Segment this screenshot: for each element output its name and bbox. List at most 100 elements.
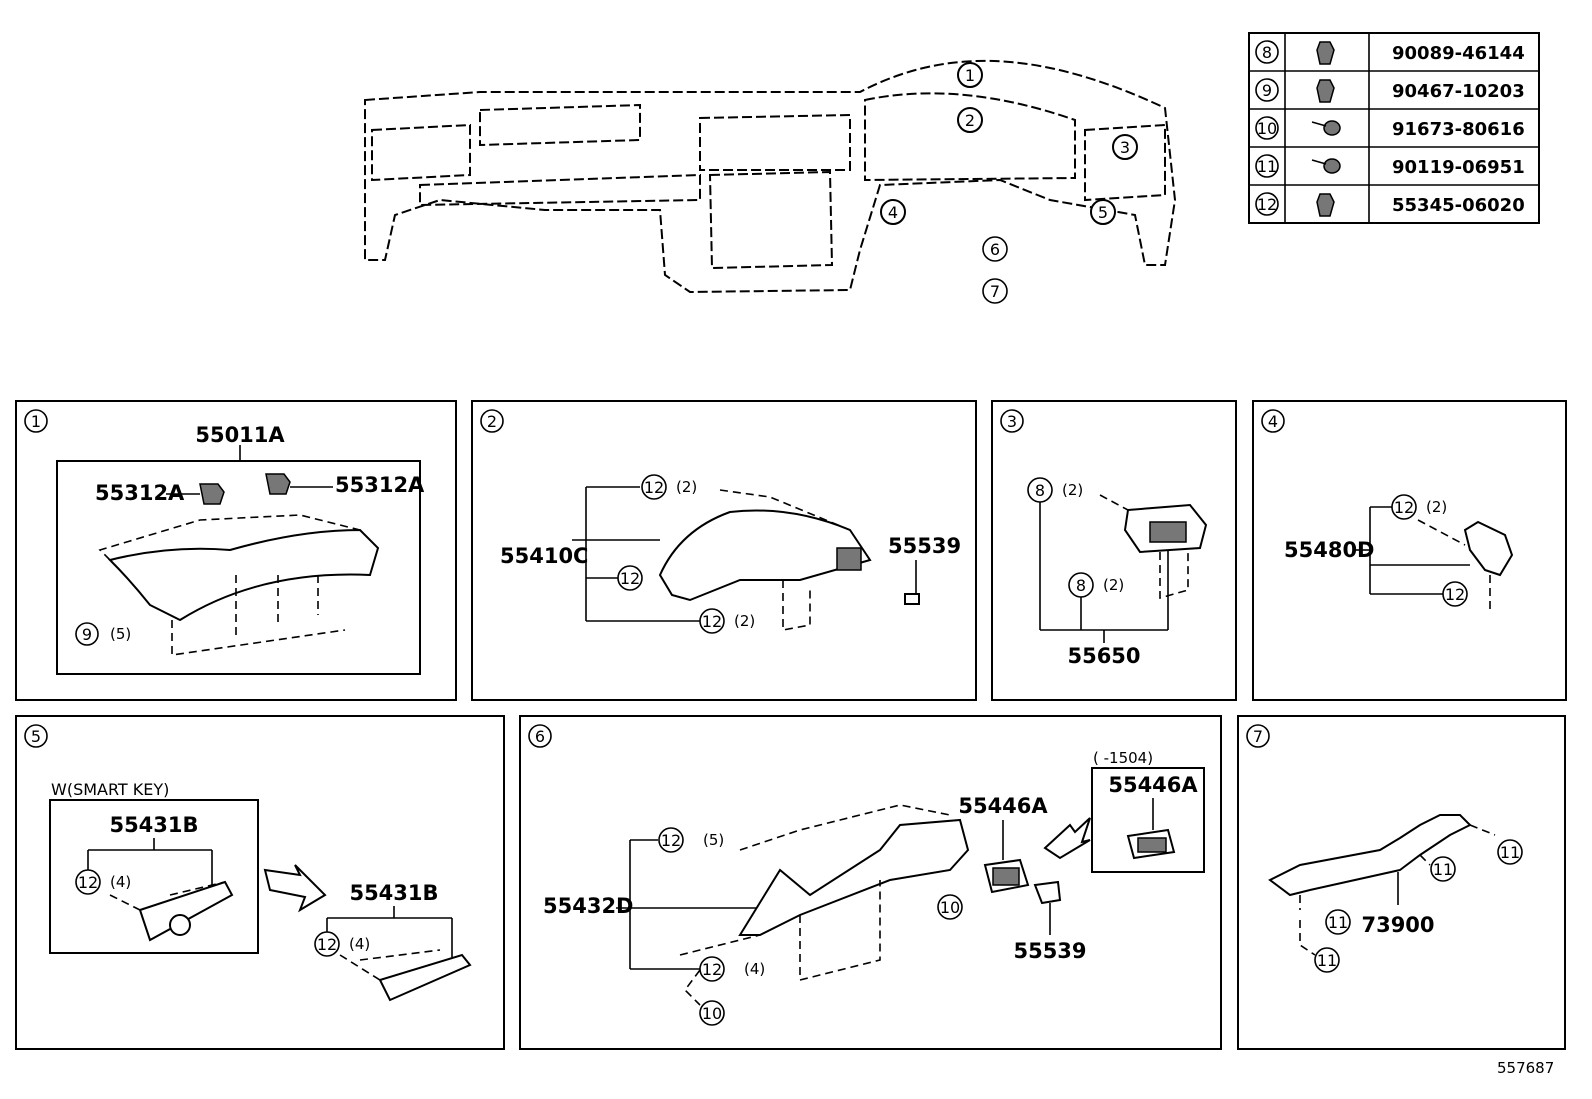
- panel-2: 2 55410C 12 (2) 12 12 (2) 55539: [471, 400, 977, 701]
- svg-text:12: 12: [702, 960, 722, 979]
- part-number-55539-p6: 55539: [1013, 939, 1086, 963]
- panel-7: 7 11 11 11 11 73900: [1237, 715, 1566, 1050]
- svg-text:8: 8: [1076, 576, 1086, 595]
- svg-text:12: 12: [1394, 498, 1414, 517]
- legend-row-12: 12 55345-06020: [1255, 192, 1525, 217]
- panel-number: 5: [31, 727, 41, 746]
- panel-number: 1: [31, 412, 41, 431]
- svg-text:11: 11: [1433, 860, 1453, 879]
- clip-part: [265, 473, 291, 495]
- svg-text:(2): (2): [734, 612, 755, 630]
- part-number-55650: 55650: [1067, 644, 1140, 668]
- clip-icon: [1316, 79, 1335, 103]
- svg-text:(5): (5): [703, 831, 724, 849]
- svg-text:12: 12: [702, 612, 722, 631]
- date-note: ( -1504): [1093, 749, 1153, 767]
- arrow-icon: [263, 864, 327, 913]
- part-number-55011A: 55011A: [195, 423, 285, 447]
- svg-text:(4): (4): [744, 960, 765, 978]
- svg-text:11: 11: [1500, 843, 1520, 862]
- lower-cover: [378, 953, 472, 1002]
- svg-text:12: 12: [661, 831, 681, 850]
- svg-text:11: 11: [1328, 913, 1348, 932]
- legend-row-9: 9 90467-10203: [1255, 78, 1525, 103]
- clip-part: [199, 483, 225, 505]
- part-number-73900: 73900: [1361, 913, 1434, 937]
- svg-text:1: 1: [965, 66, 975, 85]
- legend-row-11: 11 90119-06951: [1255, 154, 1525, 178]
- panel-6: 6 55432D 12 (5) 12 (4) 10 10 55446A 5553…: [519, 715, 1222, 1050]
- svg-text:12: 12: [1445, 585, 1465, 604]
- overview-callout-6: 6: [982, 236, 1008, 262]
- legend-part: 90119-06951: [1392, 157, 1525, 178]
- panel-4: 4 55480D 12 (2) 12: [1252, 400, 1567, 701]
- panel-1: 1 55011A 55312A 55312A 9 (5): [15, 400, 457, 701]
- overview-callout-4: 4: [880, 199, 906, 225]
- svg-text:(2): (2): [1426, 498, 1447, 516]
- clip-icon: [1316, 193, 1335, 217]
- part-number-55312A-left: 55312A: [95, 481, 185, 505]
- smart-key-note: W(SMART KEY): [51, 780, 169, 799]
- svg-text:4: 4: [888, 203, 898, 222]
- legend-part: 90089-46144: [1392, 43, 1525, 64]
- panel-number: 2: [487, 412, 497, 431]
- svg-text:6: 6: [990, 240, 1000, 259]
- panel-number: 7: [1253, 727, 1263, 746]
- knee-panel-trim: [1463, 520, 1514, 577]
- switch-part: [1033, 880, 1062, 905]
- part-number-55431B-outer: 55431B: [349, 881, 438, 905]
- dashboard-overview: [364, 59, 1177, 294]
- legend-row-8: 8 90089-46144: [1255, 40, 1525, 65]
- svg-text:10: 10: [702, 1004, 722, 1023]
- svg-text:(4): (4): [110, 873, 131, 891]
- part-number-55312A-right: 55312A: [335, 473, 425, 497]
- fastener-legend-table: 8 90089-46144 9 90467-10203 10 91673-806…: [1248, 32, 1540, 224]
- overview-callouts: 1 2 3 4 5 6 7: [880, 62, 1138, 304]
- svg-text:12: 12: [317, 935, 337, 954]
- part-number-55446A: 55446A: [958, 794, 1048, 818]
- legend-part: 55345-06020: [1392, 195, 1525, 216]
- screw-icon: [1311, 120, 1341, 136]
- panel-5: 5 W(SMART KEY) 55431B 12 (4) 55431B 12 (…: [15, 715, 505, 1050]
- legend-num: 11: [1257, 157, 1277, 176]
- switch-part: [836, 547, 862, 571]
- arrow-icon: [1043, 817, 1091, 860]
- smart-key-cover: [138, 880, 234, 942]
- clip-icon: [1316, 41, 1335, 65]
- overview-callout-2: 2: [957, 107, 983, 133]
- svg-text:8: 8: [1035, 481, 1045, 500]
- screw-icon: [1311, 158, 1341, 174]
- part-number-55410C: 55410C: [500, 544, 588, 568]
- svg-text:9: 9: [82, 625, 92, 644]
- legend-part: 91673-80616: [1392, 119, 1525, 140]
- part-number-55431B-inner: 55431B: [109, 813, 198, 837]
- legend-num: 9: [1262, 81, 1272, 100]
- svg-text:(5): (5): [110, 625, 131, 643]
- svg-text:5: 5: [1098, 203, 1108, 222]
- legend-num: 12: [1257, 195, 1277, 214]
- part-number-55539: 55539: [888, 534, 961, 558]
- legend-row-10: 10 91673-80616: [1255, 116, 1525, 140]
- svg-text:(4): (4): [349, 935, 370, 953]
- part-number-55432D: 55432D: [543, 894, 634, 918]
- svg-text:(2): (2): [1103, 576, 1124, 594]
- svg-text:12: 12: [78, 873, 98, 892]
- panel-number: 6: [535, 727, 545, 746]
- figure-id: 557687: [1497, 1059, 1554, 1077]
- legend-num: 10: [1257, 119, 1277, 138]
- panel-3: 3 8 (2) 8 (2) 55650: [991, 400, 1237, 701]
- part-number-55446A-inset: 55446A: [1108, 773, 1198, 797]
- svg-text:11: 11: [1317, 951, 1337, 970]
- svg-text:3: 3: [1120, 138, 1130, 157]
- svg-text:10: 10: [940, 898, 960, 917]
- svg-text:12: 12: [620, 569, 640, 588]
- overview-callout-7: 7: [982, 278, 1008, 304]
- legend-part: 90467-10203: [1392, 81, 1525, 102]
- svg-text:(2): (2): [1062, 481, 1083, 499]
- meter-hood: [658, 509, 872, 602]
- legend-num: 8: [1262, 43, 1272, 62]
- lower-finish-panel: [738, 818, 970, 936]
- overview-callout-3: 3: [1112, 134, 1138, 160]
- svg-text:2: 2: [965, 111, 975, 130]
- panel-number: 3: [1007, 412, 1017, 431]
